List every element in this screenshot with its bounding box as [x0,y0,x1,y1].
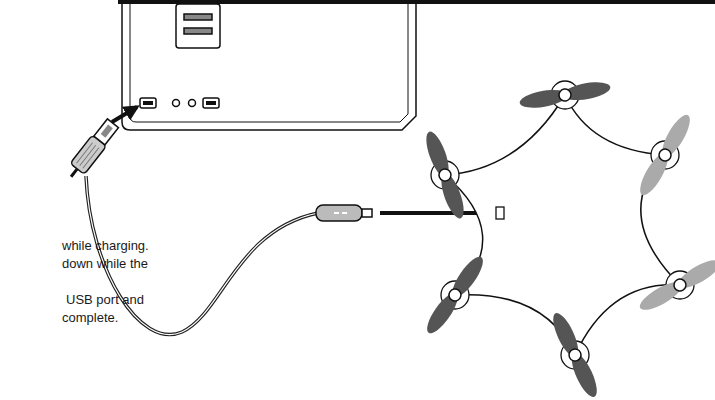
usb-plug [64,118,120,183]
charge-port [496,207,504,219]
instruction-text: USB port and [66,292,144,307]
drone-plug [316,205,372,221]
insert-arrow [112,107,137,122]
drone [422,79,715,400]
usb-cable [86,176,318,335]
computer-tower [122,4,416,130]
instruction-text: down while the [62,256,148,271]
instruction-text: complete. [62,310,118,325]
instruction-text: while charging. [62,238,149,253]
